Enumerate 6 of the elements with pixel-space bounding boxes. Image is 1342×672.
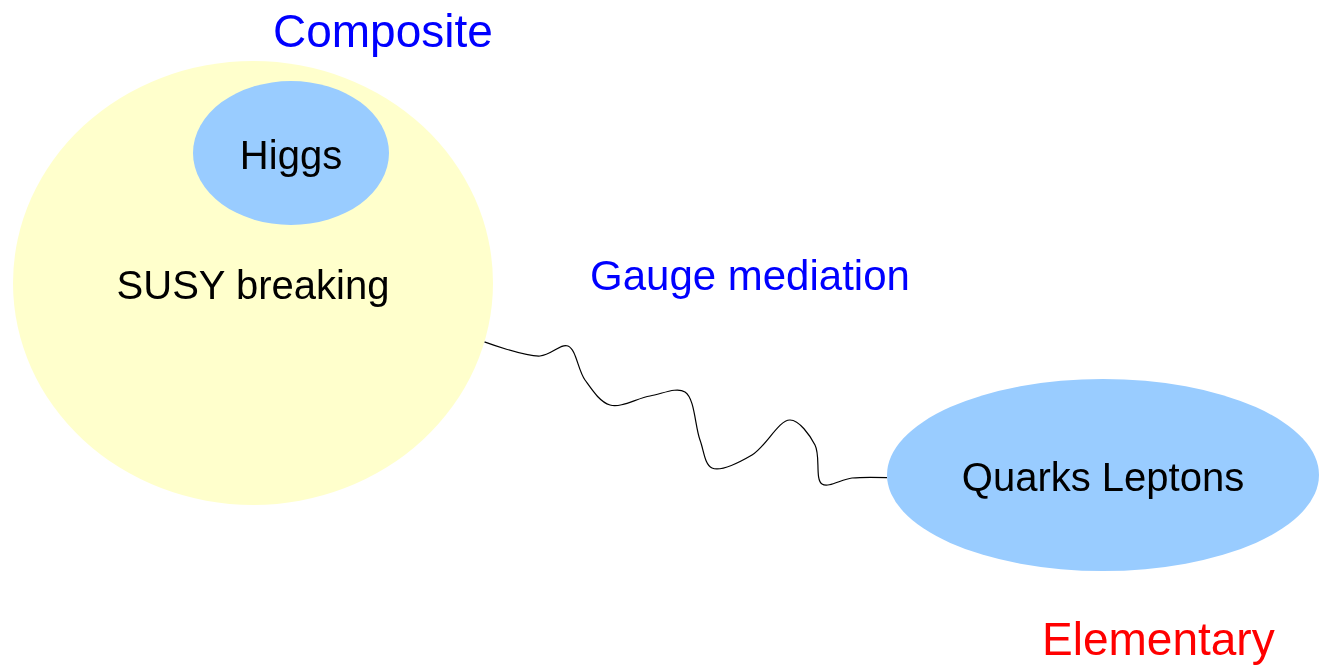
node-label: Quarks Leptons	[961, 454, 1245, 500]
node-label: Higgs	[239, 132, 343, 178]
region-label: Composite	[273, 4, 493, 58]
node-label: SUSY breaking	[116, 262, 390, 308]
region-label: Elementary	[1042, 612, 1275, 666]
wavy-line	[483, 341, 888, 486]
